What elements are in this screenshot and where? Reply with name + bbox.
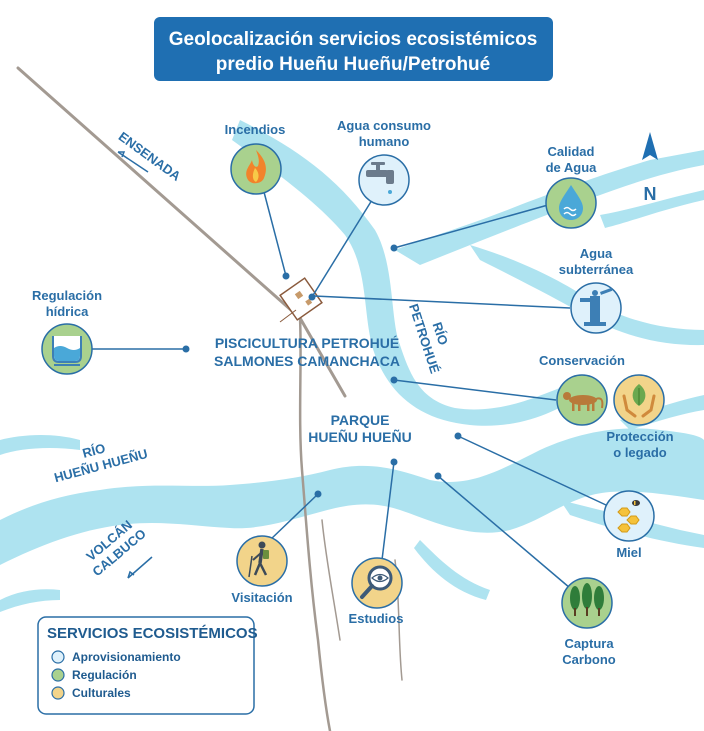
service-calidad-agua[interactable]: Calidad de Agua <box>545 144 598 229</box>
label-piscicultura-2: SALMONES CAMANCHACA <box>214 353 400 369</box>
service-captura-carbono-label1: Captura <box>564 636 614 651</box>
service-proteccion-label1: Protección <box>606 429 673 444</box>
north-label: N <box>644 184 657 204</box>
water-drop-icon <box>559 185 583 220</box>
title-line2: predio Hueñu Hueñu/Petrohué <box>216 54 490 75</box>
label-rio-petrohue-1: RÍO <box>430 320 451 347</box>
service-regulacion-hidrica-label1: Regulación <box>32 288 102 303</box>
title-line1: Geolocalización servicios ecosistémicos <box>169 29 538 50</box>
rio-huenu-huenu <box>0 428 704 565</box>
title-banner: Geolocalización servicios ecosistémicos … <box>154 17 553 81</box>
north-arrow-icon <box>642 132 658 160</box>
service-calidad-agua-label1: Calidad <box>548 144 595 159</box>
fish-farm-plot <box>279 277 323 323</box>
secondary-road <box>298 316 332 731</box>
leader-dots <box>182 244 462 498</box>
north-arrow: N <box>642 132 658 204</box>
legend-title: SERVICIOS ECOSISTÉMICOS <box>47 625 258 642</box>
water-pump-icon <box>580 287 613 326</box>
legend-swatch-aprovisionamiento <box>51 650 65 664</box>
service-proteccion-label2: o legado <box>613 445 667 460</box>
trees-icon <box>570 583 604 616</box>
service-captura-carbono-label2: Carbono <box>562 652 616 667</box>
service-visitacion[interactable]: Visitación <box>231 535 293 605</box>
rio-petrohue <box>232 120 580 426</box>
service-miel[interactable]: Miel <box>603 490 655 560</box>
legend: SERVICIOS ECOSISTÉMICOS Aprovisionamient… <box>37 616 258 715</box>
legend-swatch-culturales <box>51 686 65 700</box>
hiker-icon <box>248 541 269 578</box>
service-estudios[interactable]: Estudios <box>349 557 404 626</box>
legend-swatch-regulacion <box>51 668 65 682</box>
label-parque-2: HUEÑU HUEÑU <box>308 428 411 445</box>
service-visitacion-label: Visitación <box>231 590 292 605</box>
faucet-icon <box>366 162 394 194</box>
leader-lines <box>92 191 607 589</box>
legend-label-regulacion: Regulación <box>72 668 137 682</box>
service-incendios[interactable]: Incendios <box>225 122 286 195</box>
service-regulacion-hidrica-label2: hídrica <box>46 304 89 319</box>
fire-icon <box>246 150 266 184</box>
water-level-icon <box>52 336 82 366</box>
service-agua-subterranea-label1: Agua <box>580 246 613 261</box>
service-miel-label: Miel <box>616 545 641 560</box>
label-rio-huenu-1: RÍO <box>81 440 107 460</box>
service-regulacion-hidrica[interactable]: Regulación hídrica <box>32 288 102 375</box>
service-agua-subterranea[interactable]: Agua subterránea <box>559 246 634 334</box>
puma-icon <box>563 392 604 411</box>
label-piscicultura-1: PISCICULTURA PETROHUÉ <box>215 335 399 351</box>
honeycomb-bee-icon <box>617 500 640 533</box>
service-agua-subterranea-label2: subterránea <box>559 262 634 277</box>
label-parque-1: PARQUE <box>331 412 390 428</box>
legend-label-culturales: Culturales <box>72 686 131 700</box>
service-agua-consumo[interactable]: Agua consumo humano <box>337 118 431 206</box>
magnifier-eye-icon <box>360 565 393 599</box>
service-agua-consumo-label1: Agua consumo <box>337 118 431 133</box>
arrow-volcan <box>127 556 153 579</box>
service-captura-carbono[interactable]: Captura Carbono <box>561 577 616 667</box>
service-agua-consumo-label2: humano <box>359 134 410 149</box>
service-conservacion[interactable]: Conservación <box>539 353 625 426</box>
service-calidad-agua-label2: de Agua <box>546 160 598 175</box>
arrow-ensenada <box>117 151 149 173</box>
service-proteccion[interactable]: Protección o legado <box>606 374 674 460</box>
hands-leaf-icon <box>622 384 656 418</box>
service-conservacion-label: Conservación <box>539 353 625 368</box>
legend-label-aprovisionamiento: Aprovisionamiento <box>72 650 181 664</box>
service-estudios-label: Estudios <box>349 611 404 626</box>
service-incendios-label: Incendios <box>225 122 286 137</box>
